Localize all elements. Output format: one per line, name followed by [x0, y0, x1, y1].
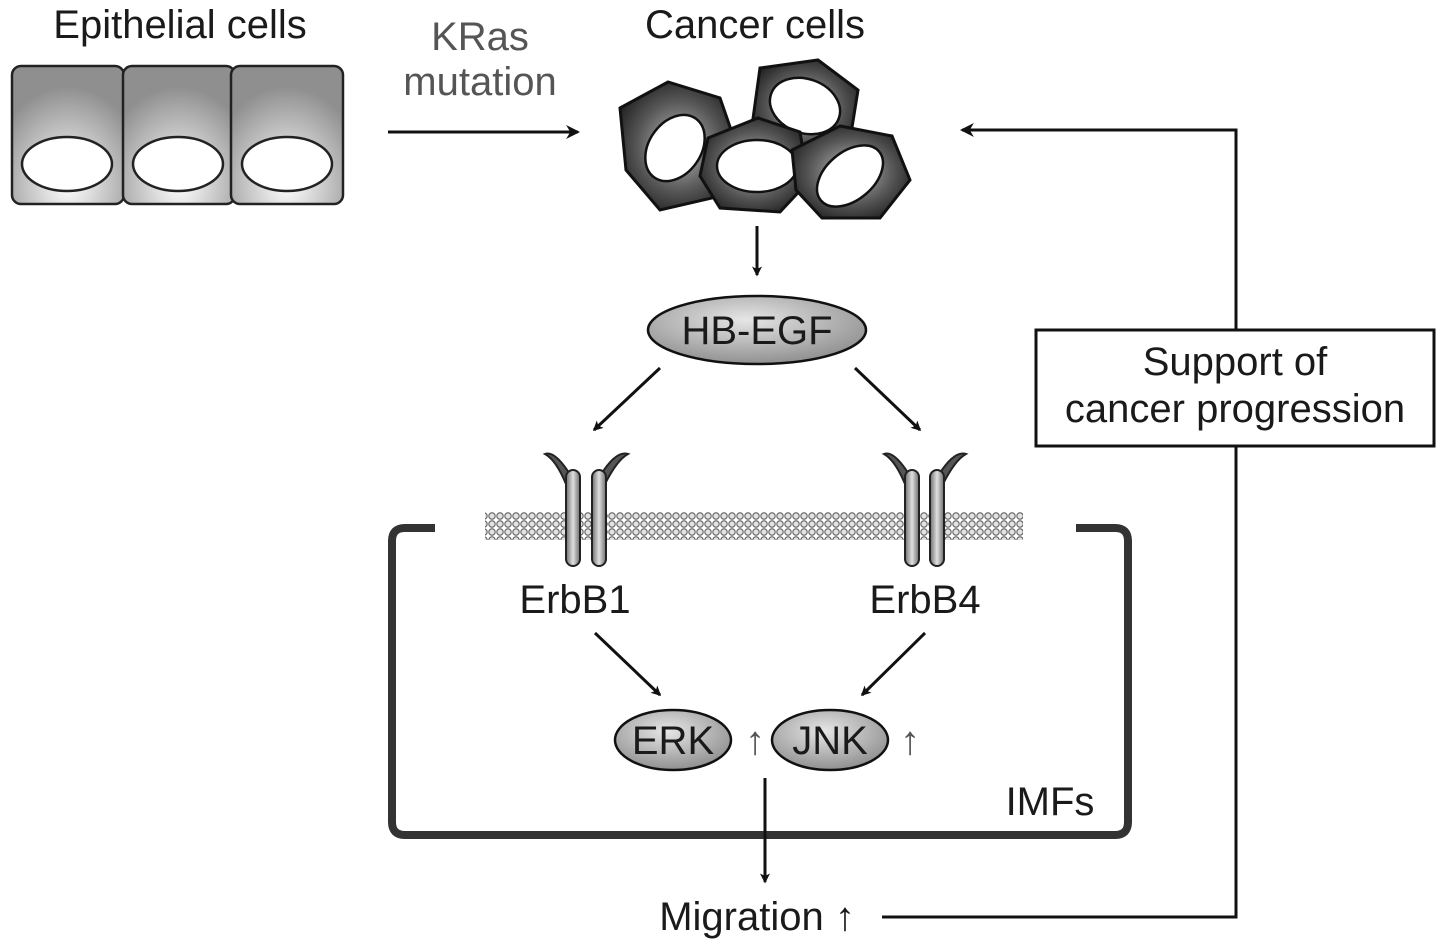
jnk-label: JNK: [792, 719, 868, 763]
erbb4-receptor: ErbB4: [869, 452, 981, 622]
epithelial-cell-3: [229, 64, 345, 206]
erbb1-receptor: ErbB1: [519, 452, 631, 622]
hbegf-to-erbb1-arrow: [592, 366, 662, 432]
hb-egf-node: HB-EGF: [646, 294, 868, 366]
erk-node: ERK ↑: [613, 708, 765, 772]
mutation-label: mutation: [403, 60, 556, 104]
hb-egf-label: HB-EGF: [681, 309, 832, 353]
imfs-label: IMFs: [1006, 780, 1095, 824]
cancer-cells-group: Cancer cells: [618, 3, 912, 220]
epithelial-cell-1: [10, 64, 126, 206]
cancer-cell-4: [790, 124, 912, 220]
kras-mutation-step: KRas mutation: [388, 15, 581, 139]
hbegf-to-erbb4-arrow: [853, 366, 922, 432]
jnk-up-arrow: ↑: [900, 719, 920, 763]
kras-label: KRas: [431, 15, 529, 59]
epithelial-cell-2: [121, 64, 237, 206]
feedback-arrow: [882, 123, 1238, 919]
erbb4-to-jnk-arrow: [860, 631, 927, 697]
cancer-cells-label: Cancer cells: [645, 3, 865, 47]
cancer-cell-3: [698, 116, 810, 214]
erbb1-to-erk-arrow: [593, 631, 662, 697]
jnk-node: JNK ↑: [770, 708, 920, 772]
epithelial-cells-label: Epithelial cells: [53, 3, 306, 47]
erbb1-label: ErbB1: [519, 578, 630, 622]
support-label-line2: cancer progression: [1065, 387, 1405, 431]
support-label-line1: Support of: [1143, 340, 1328, 384]
erbb4-label: ErbB4: [869, 578, 980, 622]
migration-label: Migration ↑: [659, 895, 855, 939]
support-box: Support of cancer progression: [1034, 328, 1436, 448]
epithelial-cells-group: Epithelial cells: [10, 3, 345, 206]
imfs-bracket: [388, 524, 1132, 839]
erk-up-arrow: ↑: [745, 719, 765, 763]
erk-label: ERK: [632, 719, 715, 763]
